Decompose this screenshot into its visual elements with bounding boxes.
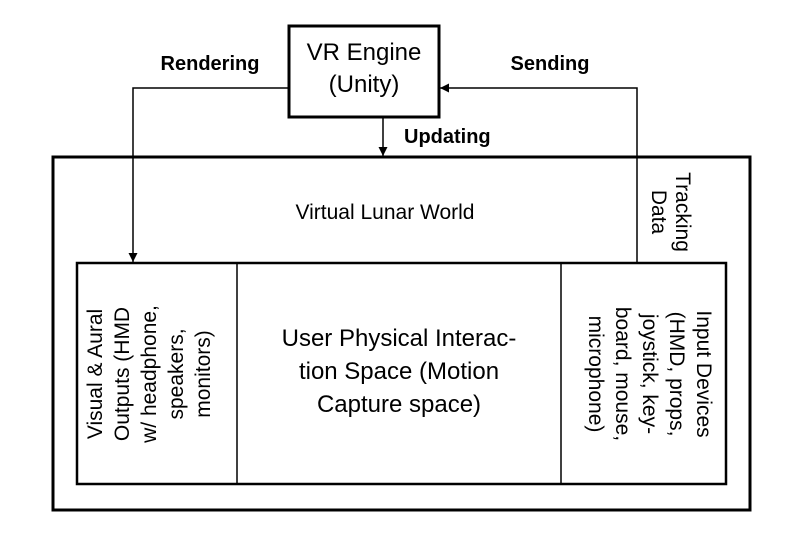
inputs-line-1: Input Devices (692, 310, 715, 437)
interaction-space-line-2: tion Space (Motion (299, 358, 499, 385)
outputs-text-group: Visual & Aural Outputs (HMD w/ headphone… (84, 305, 215, 444)
outputs-line-4: speakers, (165, 328, 188, 419)
interaction-box (75, 261, 728, 486)
inputs-line-2: (HMD, props, (665, 312, 688, 437)
vr-engine-subtitle: (Unity) (329, 71, 400, 98)
inputs-line-3: joystick, key- (638, 313, 661, 434)
interaction-space-line-3: Capture space) (317, 391, 481, 418)
inputs-text-group: Input Devices (HMD, props, joystick, key… (584, 307, 715, 441)
outputs-line-1: Visual & Aural (84, 309, 107, 439)
updating-label: Updating (404, 126, 491, 148)
rendering-label: Rendering (161, 53, 260, 75)
vr-engine-box (287, 24, 441, 119)
inputs-line-5: microphone) (584, 316, 607, 433)
sending-label: Sending (511, 53, 590, 75)
inputs-line-4: board, mouse, (611, 307, 634, 441)
tracking-label-line2: Data (647, 190, 670, 235)
tracking-label-line1: Tracking (671, 172, 694, 252)
outputs-line-5: monitors) (192, 330, 215, 418)
sending-arrow (440, 83, 638, 262)
interaction-space-line-1: User Physical Interac- (282, 325, 517, 352)
rendering-arrow (128, 87, 289, 262)
vr-engine-title: VR Engine (307, 39, 422, 66)
virtual-world-box (51, 155, 752, 512)
outputs-line-3: w/ headphone, (138, 305, 161, 444)
outputs-line-2: Outputs (HMD (111, 307, 134, 441)
virtual-world-label: Virtual Lunar World (296, 201, 475, 224)
